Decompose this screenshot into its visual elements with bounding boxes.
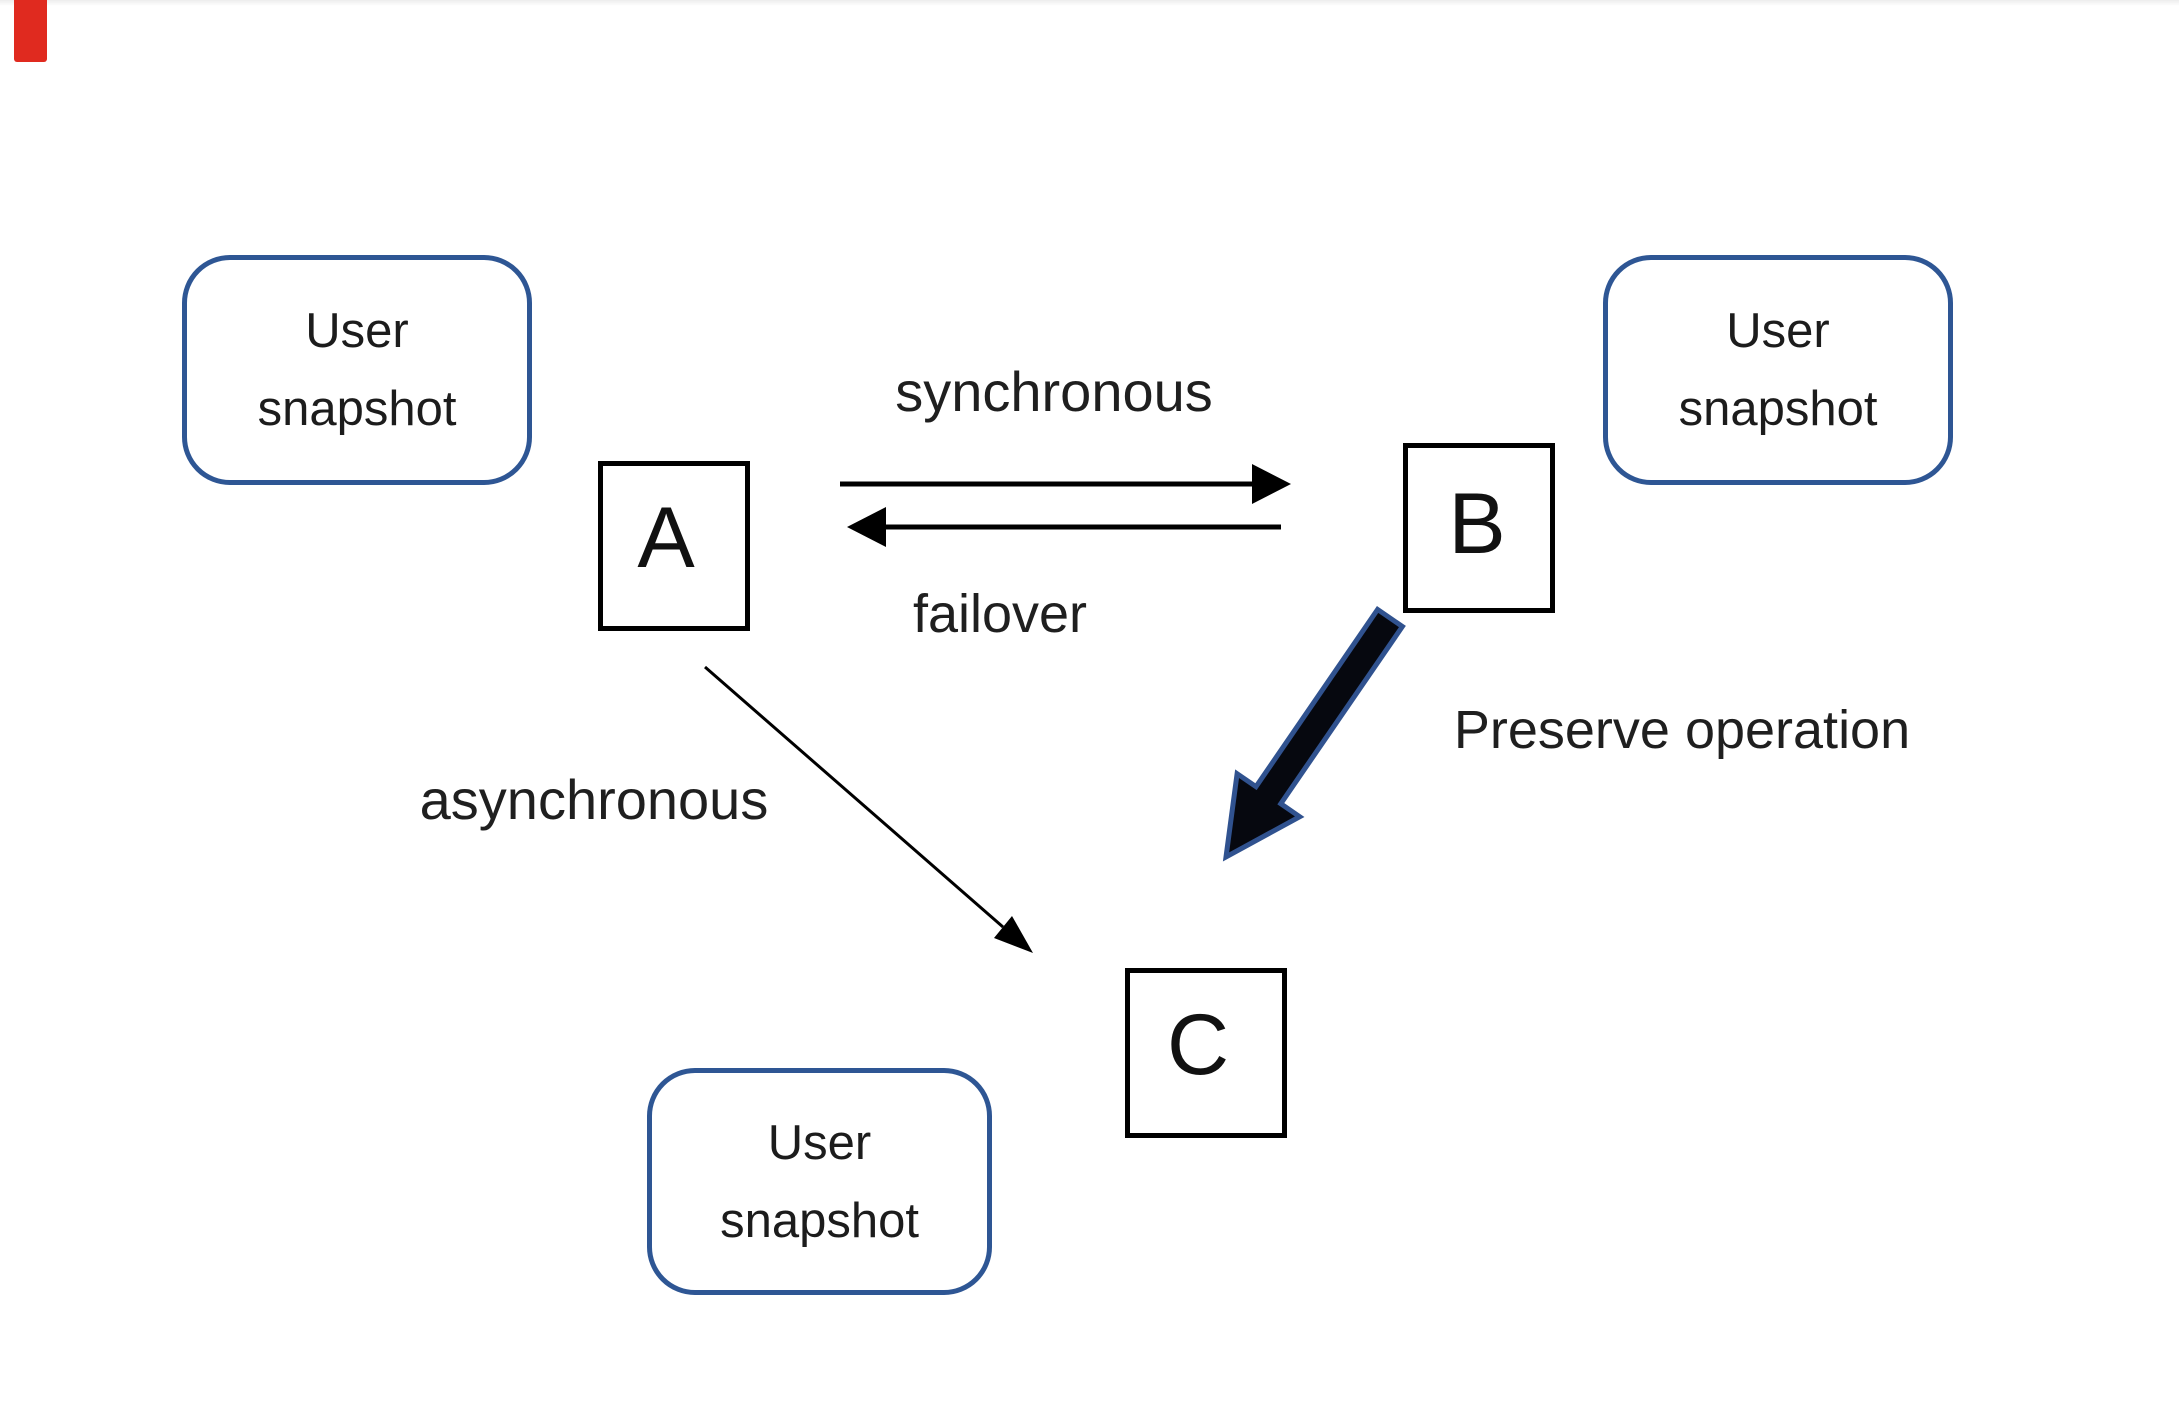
user-snapshot-box-bottom: User snapshot (647, 1068, 992, 1295)
node-b-label: B (1448, 475, 1506, 572)
snapshot-label-line: snapshot (1678, 382, 1878, 436)
snapshot-label-line: snapshot (720, 1193, 919, 1248)
node-c-box: C (1125, 968, 1287, 1138)
asynchronous-arrowhead-icon (994, 916, 1033, 953)
red-corner-marker (14, 0, 47, 62)
snapshot-label-line: User (1726, 304, 1830, 358)
node-a-label: A (637, 489, 695, 586)
synchronous-edge-label: synchronous (895, 360, 1213, 423)
snapshot-label-line: User (305, 304, 409, 358)
node-b-box: B (1403, 443, 1555, 613)
preserve-operation-thick-arrow-icon (1222, 606, 1406, 862)
failover-edge-label: failover (912, 584, 1088, 644)
node-c-label: C (1166, 996, 1230, 1093)
synchronous-arrowhead-icon (1252, 464, 1291, 504)
user-snapshot-box-top-right: User snapshot (1603, 255, 1953, 485)
top-edge-shadow (0, 0, 2179, 6)
user-snapshot-box-top-left: User snapshot (182, 255, 532, 485)
asynchronous-edge-label: asynchronous (419, 768, 769, 831)
preserve-operation-edge-label: Preserve operation (1453, 700, 1911, 760)
snapshot-label-line: User (767, 1115, 872, 1170)
asynchronous-arrow-line (704, 665, 1004, 929)
node-a-box: A (598, 461, 750, 631)
failover-arrowhead-icon (847, 507, 886, 547)
snapshot-label-line: snapshot (257, 382, 457, 436)
